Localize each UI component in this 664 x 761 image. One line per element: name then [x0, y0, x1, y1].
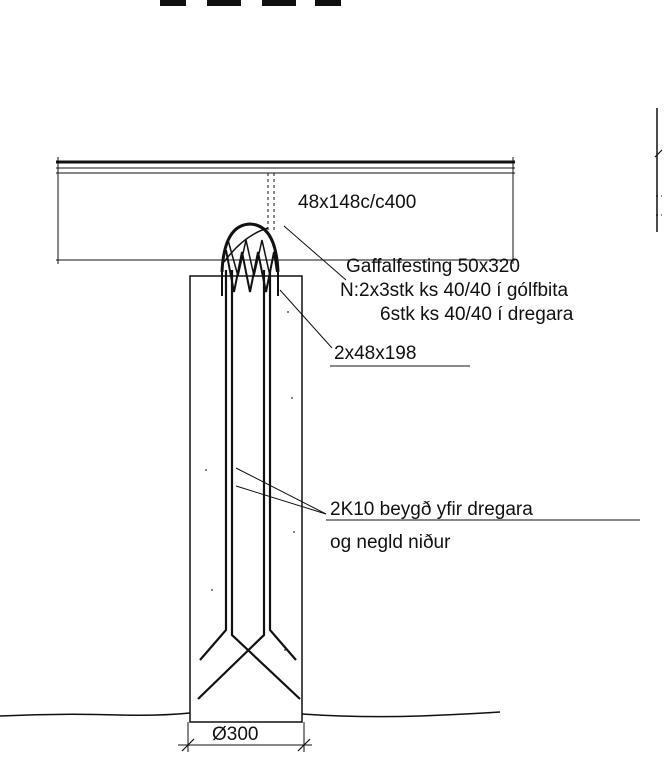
rebar-label: 2K10 beygð yfir dregara	[330, 499, 533, 520]
nails-beam-label: 6stk ks 40/40 í dregara	[380, 304, 574, 325]
leader-lines	[235, 225, 640, 521]
concrete-pile	[189, 275, 303, 723]
joist-label: 48x148c/c400	[298, 192, 416, 213]
rebar-note-label: og negld niður	[330, 532, 451, 553]
diameter-label: Ø300	[212, 724, 258, 745]
rebar-2k10	[197, 270, 301, 700]
floor-joist	[56, 157, 515, 264]
cropped-heading-fragment	[160, 0, 341, 6]
ground-line	[0, 711, 501, 718]
diameter-dimension	[178, 722, 312, 752]
cropped-neighbor-detail	[654, 108, 663, 232]
beam-label: 2x48x198	[334, 343, 416, 364]
fork-bracket-label: Gaffalfesting 50x320	[346, 256, 520, 277]
nails-floor-label: N:2x3stk ks 40/40 í gólfbita	[340, 280, 569, 301]
